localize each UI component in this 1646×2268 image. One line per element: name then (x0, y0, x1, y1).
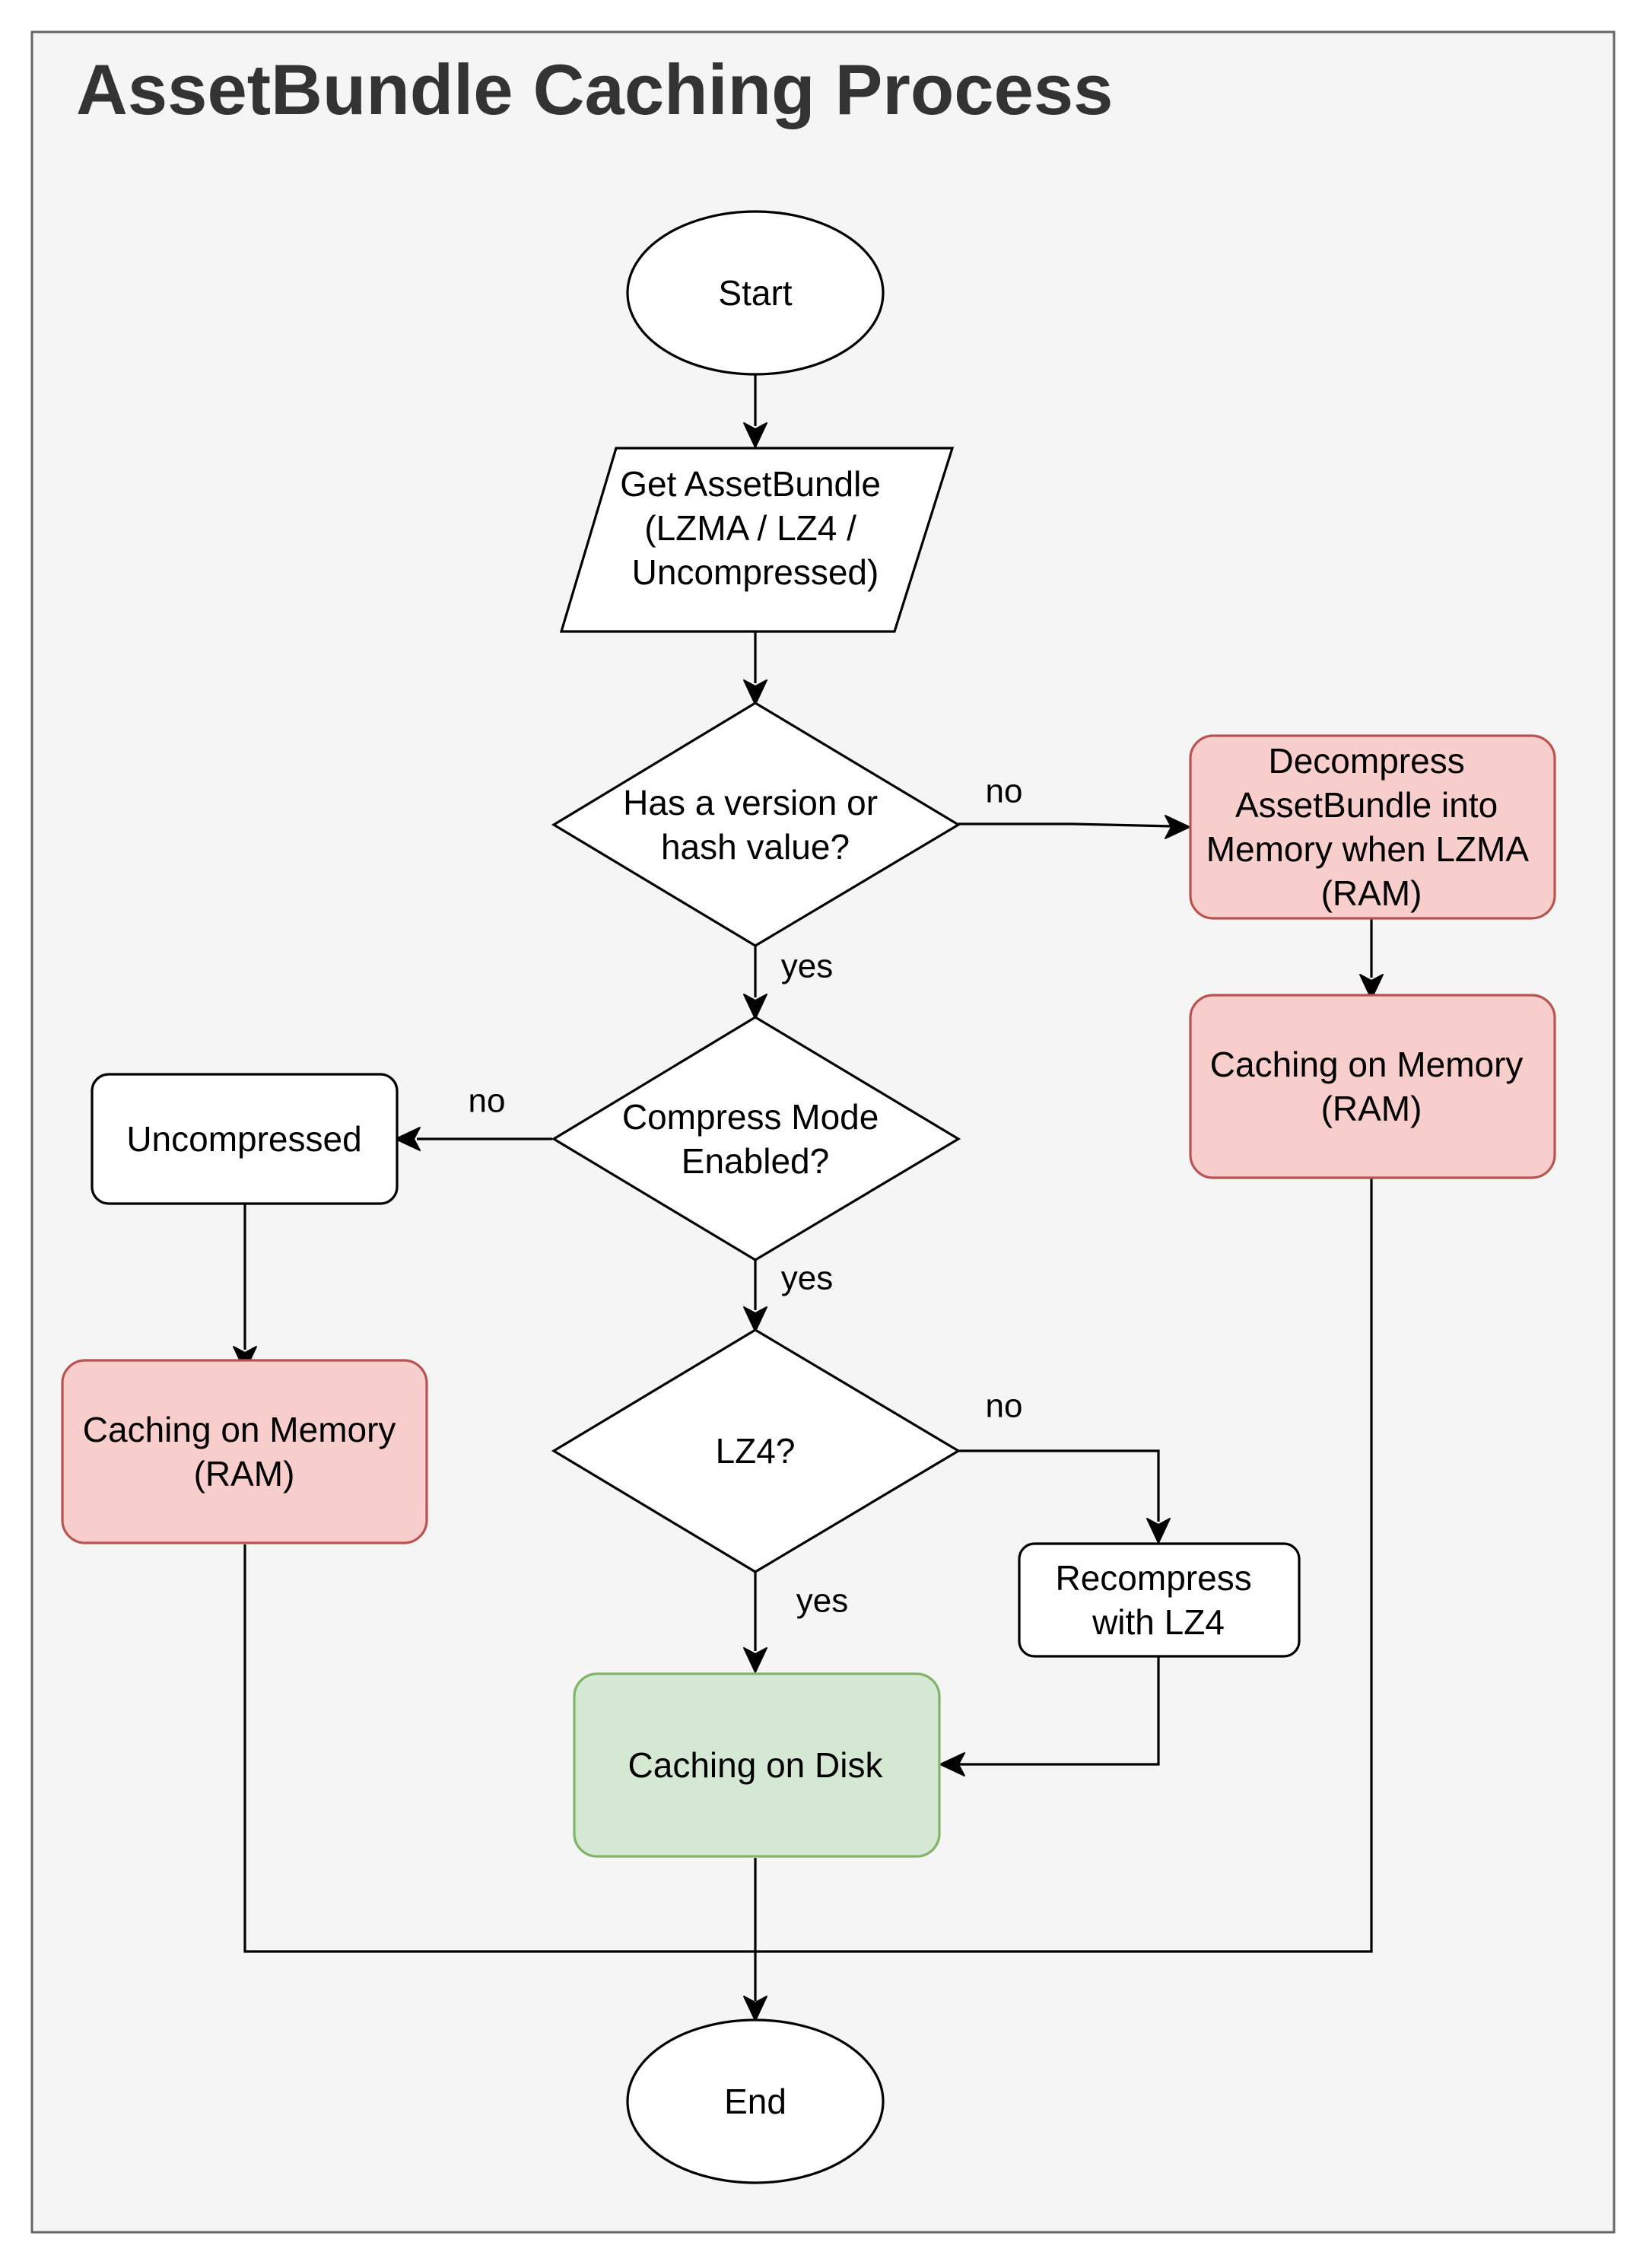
edge-memright-to-merge (755, 1178, 1373, 1953)
get-assetbundle-line-1: Get AssetBundle (620, 464, 881, 504)
arrowhead-recompress (1146, 1518, 1171, 1544)
arrowhead-uncompressed (395, 1127, 421, 1151)
compress-mode-label: Compress Mode Enabled? (622, 1097, 888, 1181)
uncompressed-node (91, 1073, 399, 1205)
end-node (626, 2018, 885, 2184)
decompress-label: Decompress AssetBundle into Memory when … (1206, 741, 1537, 913)
lz4-label: LZ4? (716, 1431, 796, 1471)
arrowhead-disk-from-recompress (939, 1752, 965, 1777)
decompress-line-4: (RAM) (1321, 873, 1422, 913)
caching-memory-right-line-2: (RAM) (1321, 1089, 1422, 1128)
end-label: End (724, 2082, 786, 2121)
caching-memory-left-line-1: Caching on Memory (83, 1410, 396, 1449)
caching-disk-node (573, 1672, 941, 1858)
decompress-line-2: AssetBundle into (1235, 785, 1498, 825)
compress-mode-line-1: Compress Mode (622, 1097, 879, 1137)
recompress-line-1: Recompress (1056, 1558, 1252, 1598)
edges (243, 374, 1373, 2001)
edge-version-no (958, 822, 1172, 828)
arrowhead-version (743, 679, 767, 705)
edge-label-version-no: no (986, 773, 1023, 810)
has-version-line-1: Has a version or (623, 783, 878, 822)
decompress-line-3: Memory when LZMA (1206, 829, 1530, 869)
edge-label-compress-no: no (469, 1083, 506, 1120)
edge-label-lz4-yes: yes (796, 1583, 848, 1620)
compress-mode-line-2: Enabled? (682, 1141, 829, 1181)
recompress-node (1018, 1542, 1301, 1658)
start-node (626, 210, 885, 376)
has-version-line-2: hash value? (661, 827, 850, 867)
diagram-title: AssetBundle Caching Process (76, 49, 1114, 129)
edge-label-version-yes: yes (781, 948, 833, 985)
arrowhead-end (743, 1996, 767, 2021)
decompress-line-1: Decompress (1269, 741, 1465, 781)
edge-memleft-to-merge (243, 1544, 755, 1953)
caching-memory-left-line-2: (RAM) (194, 1454, 295, 1493)
edge-lz4-no (958, 1449, 1160, 1522)
get-assetbundle-label: Get AssetBundle (LZMA / LZ4 / Uncompress… (620, 464, 890, 592)
arrowhead-get (743, 422, 767, 448)
has-version-label: Has a version or hash value? (623, 783, 888, 867)
arrowhead-disk (743, 1647, 767, 1673)
arrowhead-cache-right (1359, 974, 1384, 1000)
recompress-line-2: with LZ4 (1092, 1602, 1225, 1642)
edge-label-lz4-no: no (986, 1388, 1023, 1425)
arrowhead-decompress (1165, 815, 1190, 839)
start-label: Start (718, 273, 792, 313)
caching-memory-right-line-1: Caching on Memory (1210, 1045, 1524, 1084)
lz4-decision (551, 1328, 961, 1573)
uncompressed-label: Uncompressed (126, 1119, 361, 1159)
arrowhead-lz4 (743, 1306, 767, 1332)
arrowhead-cache-left (233, 1346, 257, 1372)
caching-memory-right-label: Caching on Memory (RAM) (1210, 1045, 1533, 1128)
get-assetbundle-line-3: Uncompressed) (632, 552, 879, 592)
arrowhead-compress (743, 994, 767, 1019)
compress-mode-decision (551, 1016, 961, 1261)
edge-label-compress-yes: yes (781, 1260, 833, 1297)
get-assetbundle-node (559, 447, 955, 633)
get-assetbundle-line-2: (LZMA / LZ4 / (644, 508, 856, 548)
edge-recompress-to-disk (955, 1656, 1160, 1766)
caching-memory-left-label: Caching on Memory (RAM) (83, 1410, 405, 1493)
arrowheads (233, 422, 1384, 2021)
caching-disk-label: Caching on Disk (628, 1745, 884, 1785)
decompress-node (1189, 734, 1556, 920)
recompress-label: Recompress with LZ4 (1056, 1558, 1262, 1642)
has-version-decision (551, 701, 961, 947)
caching-memory-left-node (61, 1359, 428, 1544)
caching-memory-right-node (1189, 994, 1556, 1179)
